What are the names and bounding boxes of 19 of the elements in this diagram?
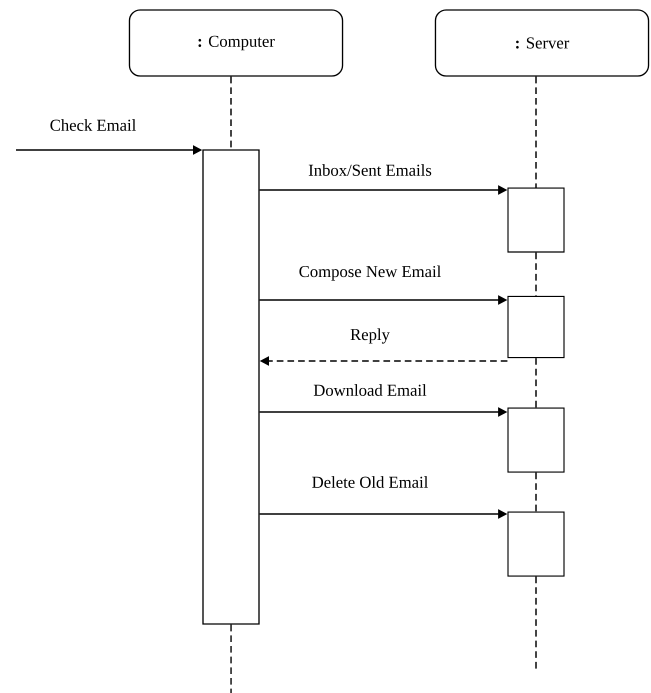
lifeline-head: : Computer [128, 9, 344, 77]
activation-box [507, 296, 565, 358]
edge-label: Delete Old Email [312, 476, 428, 488]
activation-bar [202, 149, 260, 625]
edge-label: Check Email [50, 119, 136, 131]
lifeline [535, 472, 537, 512]
lifeline [535, 252, 537, 296]
edge-label: Download Email [314, 384, 426, 396]
activation-box [507, 511, 565, 577]
edge-label: Inbox/Sent Emails [308, 164, 432, 176]
activation-box [507, 407, 565, 473]
lifeline [230, 76, 232, 150]
edge-label: Compose New Email [299, 265, 441, 281]
lifeline [535, 76, 537, 188]
lifeline [230, 624, 232, 693]
activation-box [507, 187, 565, 253]
lifeline-head: : Server [434, 9, 650, 77]
edge-label: Reply [350, 328, 390, 344]
lifeline [535, 358, 537, 408]
